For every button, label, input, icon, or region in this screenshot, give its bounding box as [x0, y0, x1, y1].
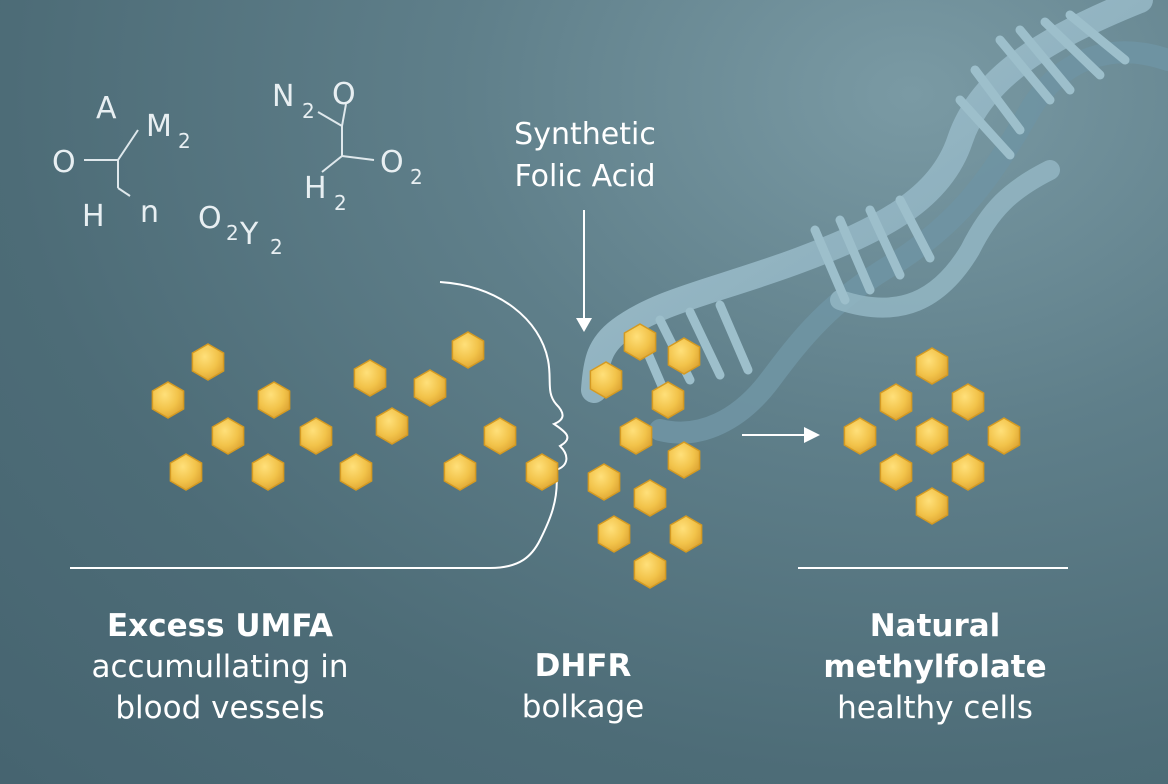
- face-profile-icon: [70, 281, 569, 569]
- hexagon-molecule-icon: [667, 337, 701, 375]
- dna-helix-icon: [581, 0, 1168, 444]
- hexagon-molecule-icon: [951, 383, 985, 421]
- hexagon-molecule-icon: [667, 441, 701, 479]
- hexagon-molecule-icon: [843, 417, 877, 455]
- hexagon-molecule-icon: [951, 453, 985, 491]
- formula-c-top-right: O: [332, 77, 356, 112]
- hexagon-molecule-icon: [589, 361, 623, 399]
- hexagon-molecule-icon: [879, 383, 913, 421]
- hexagon-molecule-icon: [879, 453, 913, 491]
- hexagon-molecule-icon: [915, 347, 949, 385]
- natural-line1: healthy cells: [837, 690, 1033, 726]
- hexagon-molecule-icon: [169, 453, 203, 491]
- hexagon-molecule-icon: [633, 479, 667, 517]
- hexagon-molecule-icon: [339, 453, 373, 491]
- hexagon-molecule-icon: [915, 417, 949, 455]
- hexagon-molecule-icon: [251, 453, 285, 491]
- hexagon-molecule-icon: [353, 359, 387, 397]
- dhfr-caption: DHFR bolkage: [478, 646, 688, 728]
- chemical-formula-a: [84, 129, 139, 197]
- chemical-formula-c-bonds: [317, 103, 375, 173]
- hexagon-molecule-icon: [191, 343, 225, 381]
- natural-title2: methylfolate: [823, 649, 1047, 685]
- arrow-down-icon: [576, 210, 592, 332]
- dhfr-molecule-cluster: [587, 323, 703, 589]
- hexagon-molecule-icon: [451, 331, 485, 369]
- dhfr-line1: bolkage: [521, 689, 645, 725]
- hexagon-molecule-icon: [257, 381, 291, 419]
- formula-a-top: A: [96, 91, 117, 126]
- hexagon-molecule-icon: [151, 381, 185, 419]
- synthetic-label-line1: Synthetic: [514, 117, 656, 152]
- formula-b-left-sub: 2: [226, 221, 239, 245]
- hexagon-molecule-icon: [375, 407, 409, 445]
- synthetic-folic-acid-label: Synthetic Folic Acid: [480, 114, 690, 198]
- umfa-molecule-cluster: [151, 331, 559, 491]
- hexagon-molecule-icon: [299, 417, 333, 455]
- hexagon-molecule-icon: [525, 453, 559, 491]
- hexagon-molecule-icon: [623, 323, 657, 361]
- dhfr-title: DHFR: [534, 648, 632, 684]
- formula-c-top-left: N: [272, 79, 294, 114]
- hexagon-molecule-icon: [651, 381, 685, 419]
- umfa-line1: accumullating in: [91, 649, 349, 685]
- arrow-right-icon: [742, 427, 820, 443]
- formula-a-right-sub: 2: [178, 129, 191, 153]
- hexagon-molecule-icon: [211, 417, 245, 455]
- hexagon-molecule-icon: [669, 515, 703, 553]
- formula-c-top-left-sub: 2: [302, 99, 315, 123]
- hexagon-molecule-icon: [633, 551, 667, 589]
- formula-c-bottom-sub: 2: [334, 191, 347, 215]
- formula-b-right-sub: 2: [270, 235, 283, 259]
- formula-a-left: O: [52, 145, 76, 180]
- hexagon-molecule-icon: [587, 463, 621, 501]
- umfa-line2: blood vessels: [115, 690, 325, 726]
- umfa-caption: Excess UMFA accumullating in blood vesse…: [40, 606, 400, 729]
- umfa-title: Excess UMFA: [107, 608, 333, 644]
- synthetic-label-line2: Folic Acid: [514, 159, 656, 194]
- formula-a-right: M: [146, 109, 172, 144]
- formula-c-right-sub: 2: [410, 165, 423, 189]
- hexagon-molecule-icon: [619, 417, 653, 455]
- hexagon-molecule-icon: [413, 369, 447, 407]
- formula-c-bottom: H: [304, 171, 327, 206]
- hexagon-molecule-icon: [915, 487, 949, 525]
- formula-a-bottom-right: n: [140, 195, 159, 230]
- formula-b-left: O: [198, 201, 222, 236]
- natural-caption: Natural methylfolate healthy cells: [790, 606, 1080, 729]
- hexagon-molecule-icon: [987, 417, 1021, 455]
- hexagon-molecule-icon: [443, 453, 477, 491]
- formula-b-right: Y: [239, 217, 259, 252]
- formula-c-right: O: [380, 145, 404, 180]
- natural-title: Natural: [869, 608, 1001, 644]
- methylfolate-molecule-cluster: [843, 347, 1021, 525]
- hexagon-molecule-icon: [597, 515, 631, 553]
- hexagon-molecule-icon: [483, 417, 517, 455]
- formula-a-bottom-left: H: [82, 199, 105, 234]
